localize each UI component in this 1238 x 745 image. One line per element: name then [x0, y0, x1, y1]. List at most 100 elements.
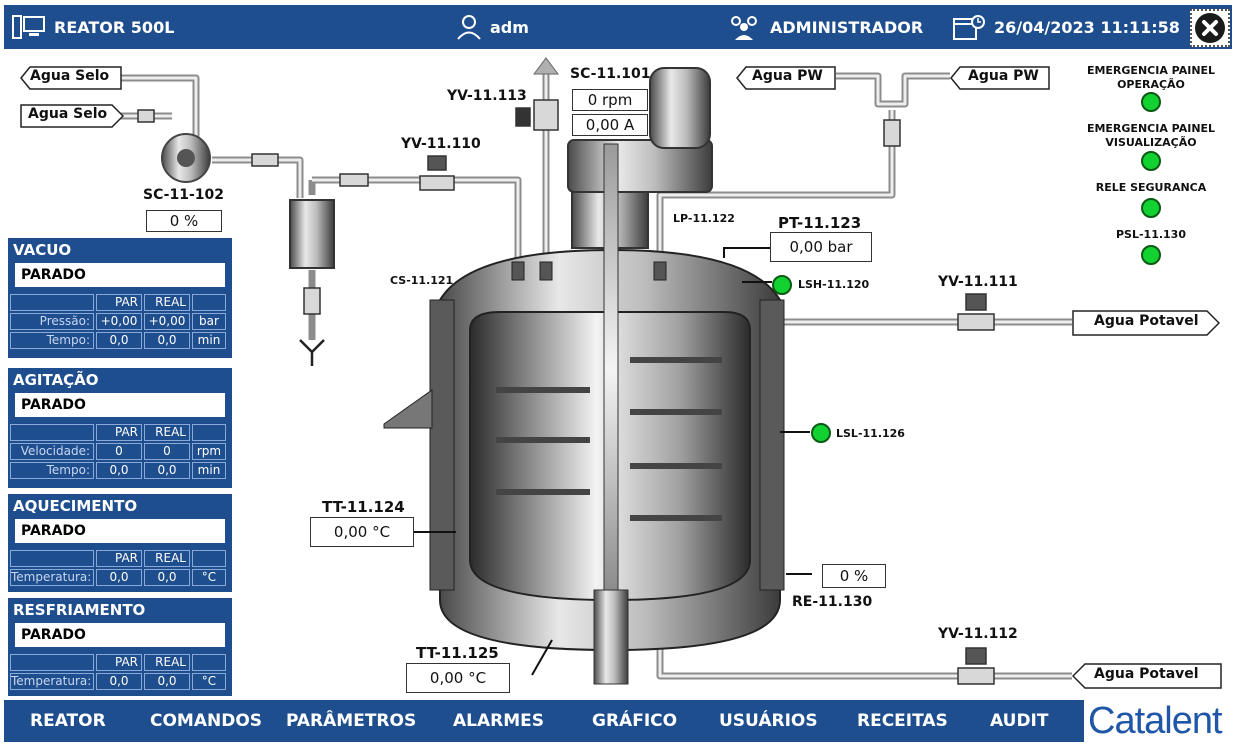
user-display: adm: [456, 5, 529, 49]
par-value[interactable]: 0,0: [96, 332, 142, 349]
agua-selo-label: Agua Selo: [30, 68, 110, 84]
pt-11-123-tag: PT-11.123: [778, 214, 862, 232]
agua-potavel-outlet-1: Agua Potavel: [1072, 310, 1220, 336]
tt-11-124-tag: TT-11.124: [322, 498, 405, 516]
unit: min: [192, 462, 226, 479]
row-label: Tempo:: [10, 332, 94, 349]
nav-reator[interactable]: REATOR: [30, 711, 106, 731]
nav-usuarios[interactable]: USUÁRIOS: [719, 711, 818, 731]
agitator-current-value: 0,00 A: [572, 114, 648, 136]
re-11-130-value: 0 %: [822, 564, 886, 588]
cs-11-121-tag: CS-11.121: [390, 274, 454, 287]
sc-11-102-value: 0 %: [146, 210, 222, 232]
computer-icon: [12, 15, 45, 39]
real-value: 0,0: [144, 673, 190, 690]
yv-11-113-tag: YV-11.113: [447, 88, 527, 104]
par-value[interactable]: 0,0: [96, 673, 142, 690]
row-label: Temperatura:: [10, 673, 94, 690]
panel-status: PARADO: [14, 262, 226, 288]
tt-11-125-tag: TT-11.125: [416, 644, 499, 662]
header-bar: REATOR 500L adm ADMINISTRADOR 26/04/2023…: [4, 5, 1232, 49]
tt-11-125-value: 0,00 °C: [406, 663, 510, 693]
nav-parametros[interactable]: PARÂMETROS: [286, 711, 417, 731]
datetime-text: 26/04/2023 11:11:58: [994, 17, 1180, 37]
par-value[interactable]: +0,00: [96, 313, 142, 330]
unit: bar: [192, 313, 226, 330]
indicator-label-psl-11-130: PSL-11.130: [1115, 228, 1186, 241]
app-title-text: REATOR 500L: [54, 17, 175, 37]
agua-potavel-label: Agua Potavel: [1094, 666, 1199, 682]
agua-pw-label: Agua PW: [752, 68, 823, 84]
emergencia-visualizacao-indicator: [1141, 151, 1161, 171]
unit: rpm: [192, 443, 226, 460]
agua-pw-label: Agua PW: [968, 68, 1039, 84]
yv-11-112-tag: YV-11.112: [938, 626, 1018, 642]
role-display: ADMINISTRADOR: [726, 5, 923, 49]
col-real: REAL: [144, 424, 190, 441]
nav-audit[interactable]: AUDIT: [990, 711, 1049, 731]
panel-title: AQUECIMENTO: [13, 497, 138, 515]
panel-status: PARADO: [14, 392, 226, 418]
row-label: Temperatura:: [10, 569, 94, 586]
real-value: 0: [144, 443, 190, 460]
nav-grafico[interactable]: GRÁFICO: [592, 711, 678, 731]
user-role: ADMINISTRADOR: [770, 17, 924, 37]
col-par: PAR: [96, 424, 142, 441]
row-label: Velocidade:: [10, 443, 94, 460]
par-value[interactable]: 0,0: [96, 569, 142, 586]
agitator-rpm-value: 0 rpm: [572, 89, 648, 111]
sc-11-102-tag: SC-11-102: [143, 187, 225, 203]
nav-receitas[interactable]: RECEITAS: [857, 711, 948, 731]
par-value[interactable]: 0,0: [96, 462, 142, 479]
real-value: +0,00: [144, 313, 190, 330]
agua-potavel-label: Agua Potavel: [1094, 313, 1199, 329]
panel-title: VACUO: [13, 241, 72, 259]
calendar-clock-icon: [953, 15, 985, 40]
nav-comandos[interactable]: COMANDOS: [150, 711, 263, 731]
close-icon: [1195, 13, 1225, 43]
close-button[interactable]: [1190, 9, 1230, 47]
real-value: 0,0: [144, 332, 190, 349]
col-par: PAR: [96, 294, 142, 311]
user-icon: [457, 15, 481, 40]
col-real: REAL: [144, 294, 190, 311]
app-title: REATOR 500L: [12, 5, 174, 49]
unit: min: [192, 332, 226, 349]
user-name: adm: [490, 17, 529, 37]
par-value[interactable]: 0: [96, 443, 142, 460]
row-label: Tempo:: [10, 462, 94, 479]
lp-11-122-tag: LP-11.122: [673, 212, 735, 225]
panel-status: PARADO: [14, 518, 226, 544]
panel-title: RESFRIAMENTO: [13, 601, 146, 619]
unit: °C: [192, 569, 226, 586]
catalent-logo: Catalent: [1088, 700, 1223, 742]
bottom-nav: REATOR COMANDOS PARÂMETROS ALARMES GRÁFI…: [4, 700, 1084, 742]
panel-title: AGITAÇÃO: [13, 371, 99, 389]
re-11-130-tag: RE-11.130: [792, 594, 873, 610]
real-value: 0,0: [144, 462, 190, 479]
pressure-value: 0,00 bar: [770, 232, 872, 262]
col-par: PAR: [96, 550, 142, 567]
col-real: REAL: [144, 550, 190, 567]
agua-pw-source-2: Agua PW: [950, 66, 1050, 90]
tt-11-124-value: 0,00 °C: [310, 517, 414, 547]
psl-11-130-indicator: [1141, 245, 1161, 265]
real-value: 0,0: [144, 569, 190, 586]
yv-11-111-tag: YV-11.111: [938, 274, 1018, 290]
col-par: PAR: [96, 654, 142, 671]
lsl-11-126-indicator: [811, 423, 831, 443]
agua-pw-source-1: Agua PW: [736, 66, 836, 90]
row-label: Pressão:: [10, 313, 94, 330]
emergencia-operacao-indicator: [1141, 92, 1161, 112]
panel-status: PARADO: [14, 622, 226, 648]
nav-alarmes[interactable]: ALARMES: [453, 711, 545, 731]
unit: °C: [192, 673, 226, 690]
sc-11-101-tag: SC-11.101: [570, 66, 651, 82]
